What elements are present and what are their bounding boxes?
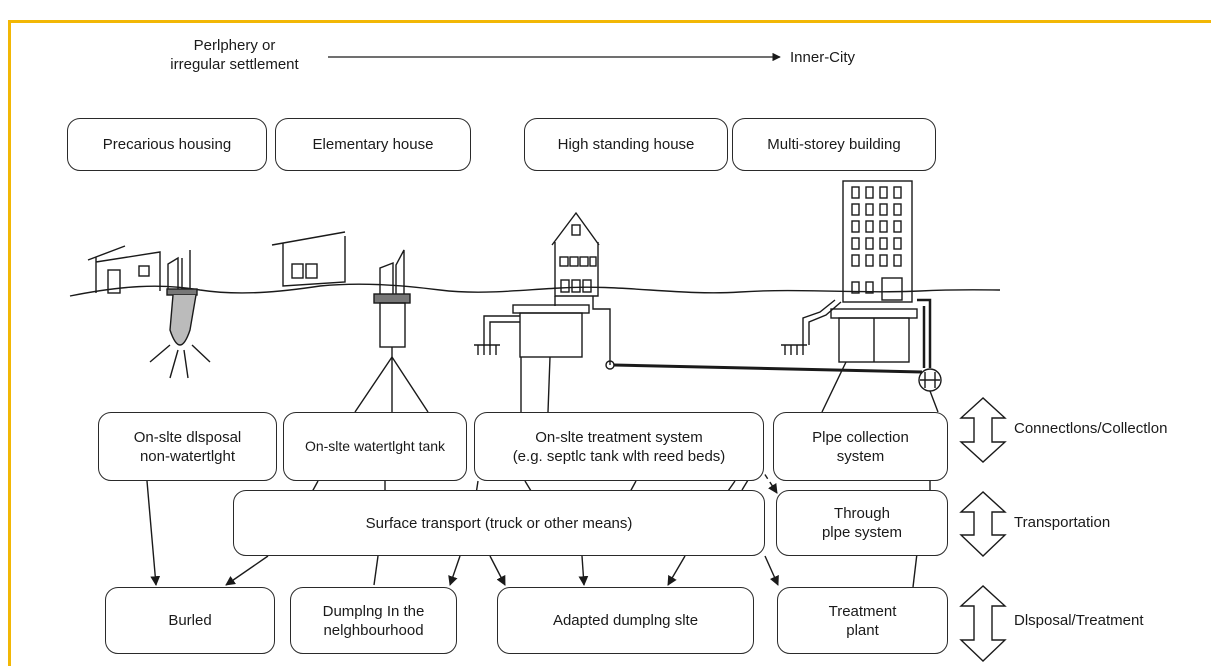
multi-storey-building-illustration (781, 180, 942, 392)
stage-arrow-transportation (959, 491, 1007, 557)
ground-line (69, 283, 1001, 297)
transport-to-dumping-line (373, 555, 379, 586)
housing-box-elementary: Elementary house (275, 118, 471, 171)
frame-border-top (8, 20, 1211, 23)
high-standing-house-illustration (474, 211, 923, 374)
precarious-house-illustration (87, 245, 211, 379)
treatment-system-box: On-slte treatment system(e.g. septlc tan… (474, 412, 764, 481)
buried-box: Burled (105, 587, 275, 654)
transport-to-adapted-arrow1 (489, 555, 506, 586)
transport-to-plant-arrow (764, 555, 779, 586)
housing-box-multi-storey: Multi-storey building (732, 118, 936, 171)
stage-label-disposal: Dlsposal/Treatment (1014, 612, 1144, 629)
tank-connector-lines (354, 356, 429, 413)
transport-to-adapted-arrow2 (578, 555, 589, 586)
watertight-tank-box: On-slte watertlght tank (283, 412, 467, 481)
transport-to-dumping-arrow (448, 555, 461, 586)
housing-box-precarious: Precarious housing (67, 118, 267, 171)
treatment-connector-lines (520, 356, 551, 413)
adapted-dumping-site-box: Adapted dumplng slte (497, 587, 754, 654)
inner-city-label: Inner-City (790, 49, 856, 66)
stage-arrow-connections (959, 397, 1007, 463)
periphery-label: Perlphery or irregular settlement (170, 37, 299, 73)
housing-box-high-standing: High standing house (524, 118, 728, 171)
surface-transport-box: Surface transport (truck or other means) (233, 490, 765, 556)
transport-to-adapted-arrow3 (667, 555, 686, 586)
pipe-connector-lines (821, 361, 939, 413)
stage-label-transportation: Transportation (1014, 514, 1111, 531)
transport-to-buried-arrow (225, 555, 269, 586)
stage-label-connections: Connectlons/Collectlon (1014, 420, 1168, 437)
elementary-house-illustration (271, 231, 411, 357)
stage-arrow-disposal (959, 585, 1007, 662)
frame-border-left (8, 20, 11, 666)
